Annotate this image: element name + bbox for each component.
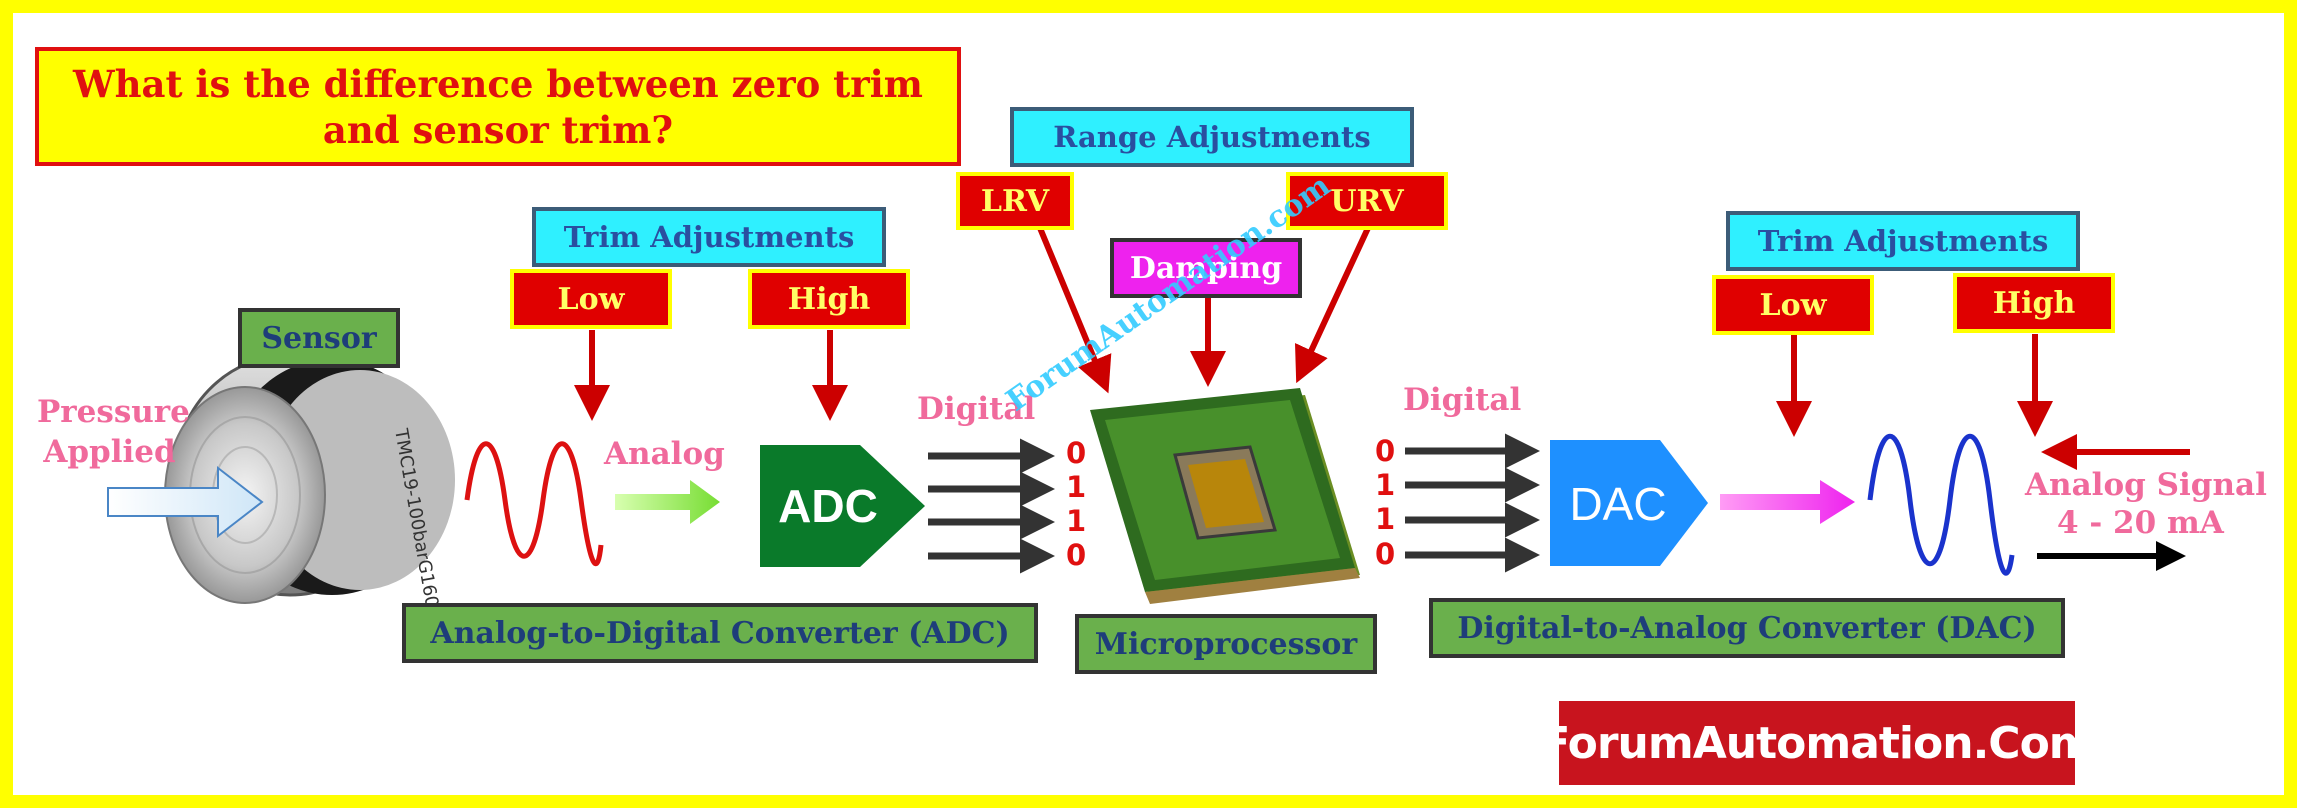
dac-caption: Digital-to-Analog Converter (DAC)	[1429, 598, 2065, 658]
digital-label-left: Digital	[917, 391, 1036, 427]
analog-label: Analog	[604, 436, 725, 472]
high-label-left: High	[748, 269, 910, 329]
microprocessor-caption: Microprocessor	[1075, 614, 1377, 674]
adc-label: ADC	[778, 480, 878, 532]
brand-logo[interactable]: ForumAutomation.Com	[1540, 701, 2095, 785]
bit-left-0: 0	[1066, 436, 1087, 470]
digital-arrows-right	[1405, 433, 1540, 573]
urv-label: URV	[1286, 172, 1448, 230]
dac-block	[1550, 440, 1708, 566]
dac-label: DAC	[1569, 478, 1666, 530]
analog-arrow	[615, 480, 720, 524]
trim-adjustments-right: Trim Adjustments	[1726, 211, 2080, 271]
bit-right-3: 0	[1375, 537, 1396, 571]
damping-label: Damping	[1110, 238, 1302, 298]
bit-left-1: 1	[1066, 470, 1087, 504]
sensor-label: Sensor	[238, 308, 400, 368]
low-label-left: Low	[510, 269, 672, 329]
low-label-right: Low	[1712, 275, 1874, 335]
pressure-input-arrow	[107, 465, 264, 539]
range-adjustments-label: Range Adjustments	[1010, 107, 1414, 167]
lrv-label: LRV	[956, 172, 1074, 230]
adc-caption: Analog-to-Digital Converter (ADC)	[402, 603, 1038, 663]
bit-right-2: 1	[1375, 502, 1396, 536]
range-arrows	[1037, 226, 1371, 394]
pressure-sensor-image: TMC19-100barG1602S	[164, 353, 455, 632]
adc-block	[760, 445, 925, 567]
dac-output-arrow	[1720, 480, 1855, 524]
bit-right-1: 1	[1375, 468, 1396, 502]
analog-wave-left	[464, 441, 604, 567]
current-range-label: 4 - 20 mA	[2057, 505, 2224, 541]
bit-right-0: 0	[1375, 434, 1396, 468]
page-title: What is the difference between zero trim…	[35, 47, 961, 166]
bit-left-2: 1	[1066, 504, 1087, 538]
digital-arrows-left	[928, 438, 1055, 574]
trim-arrows	[574, 330, 2053, 437]
trim-adjustments-left: Trim Adjustments	[532, 207, 886, 267]
pressure-applied-label: Pressure Applied	[37, 394, 190, 470]
digital-label-right: Digital	[1403, 382, 1522, 418]
analog-wave-right	[1867, 433, 2015, 576]
bit-left-3: 0	[1066, 538, 1087, 572]
microprocessor-chip-image	[1090, 388, 1360, 604]
high-label-right: High	[1953, 273, 2115, 333]
analog-signal-label: Analog Signal	[2025, 467, 2267, 503]
